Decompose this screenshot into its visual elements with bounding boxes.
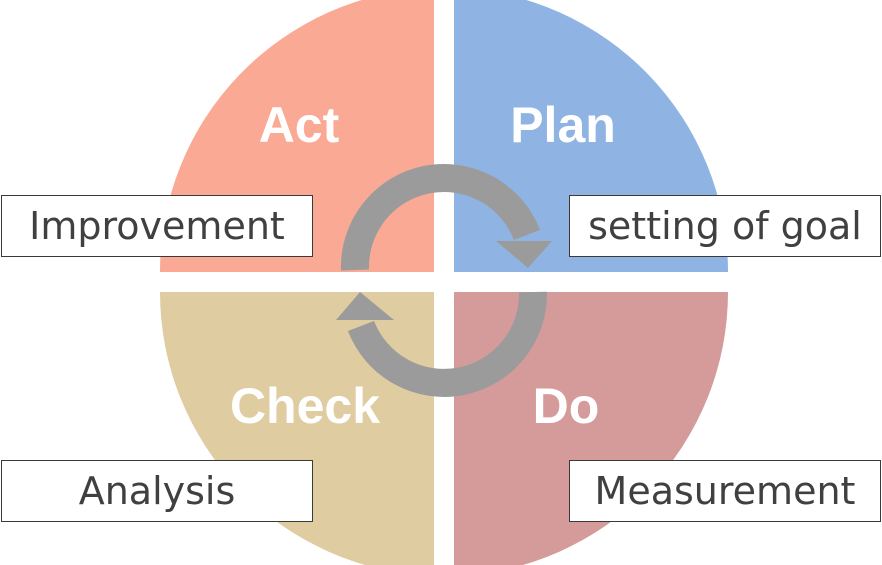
setting-of-goal-text: setting of goal [588, 204, 862, 248]
setting-of-goal-box: setting of goal [569, 195, 881, 257]
analysis-box: Analysis [1, 460, 313, 522]
act-label: Act [259, 97, 340, 153]
cycle-arrow-bottom [347, 291, 548, 397]
improvement-text: Improvement [29, 204, 285, 248]
check-label: Check [230, 378, 380, 434]
plan-label: Plan [510, 97, 616, 153]
measurement-box: Measurement [569, 460, 881, 522]
arrow-head-act-icon [336, 292, 394, 320]
arrow-head-plan-icon [496, 241, 552, 268]
analysis-text: Analysis [78, 469, 236, 513]
measurement-text: Measurement [594, 469, 856, 513]
do-label: Do [533, 378, 600, 434]
improvement-box: Improvement [1, 195, 313, 257]
cycle-arrow-top [340, 164, 541, 271]
